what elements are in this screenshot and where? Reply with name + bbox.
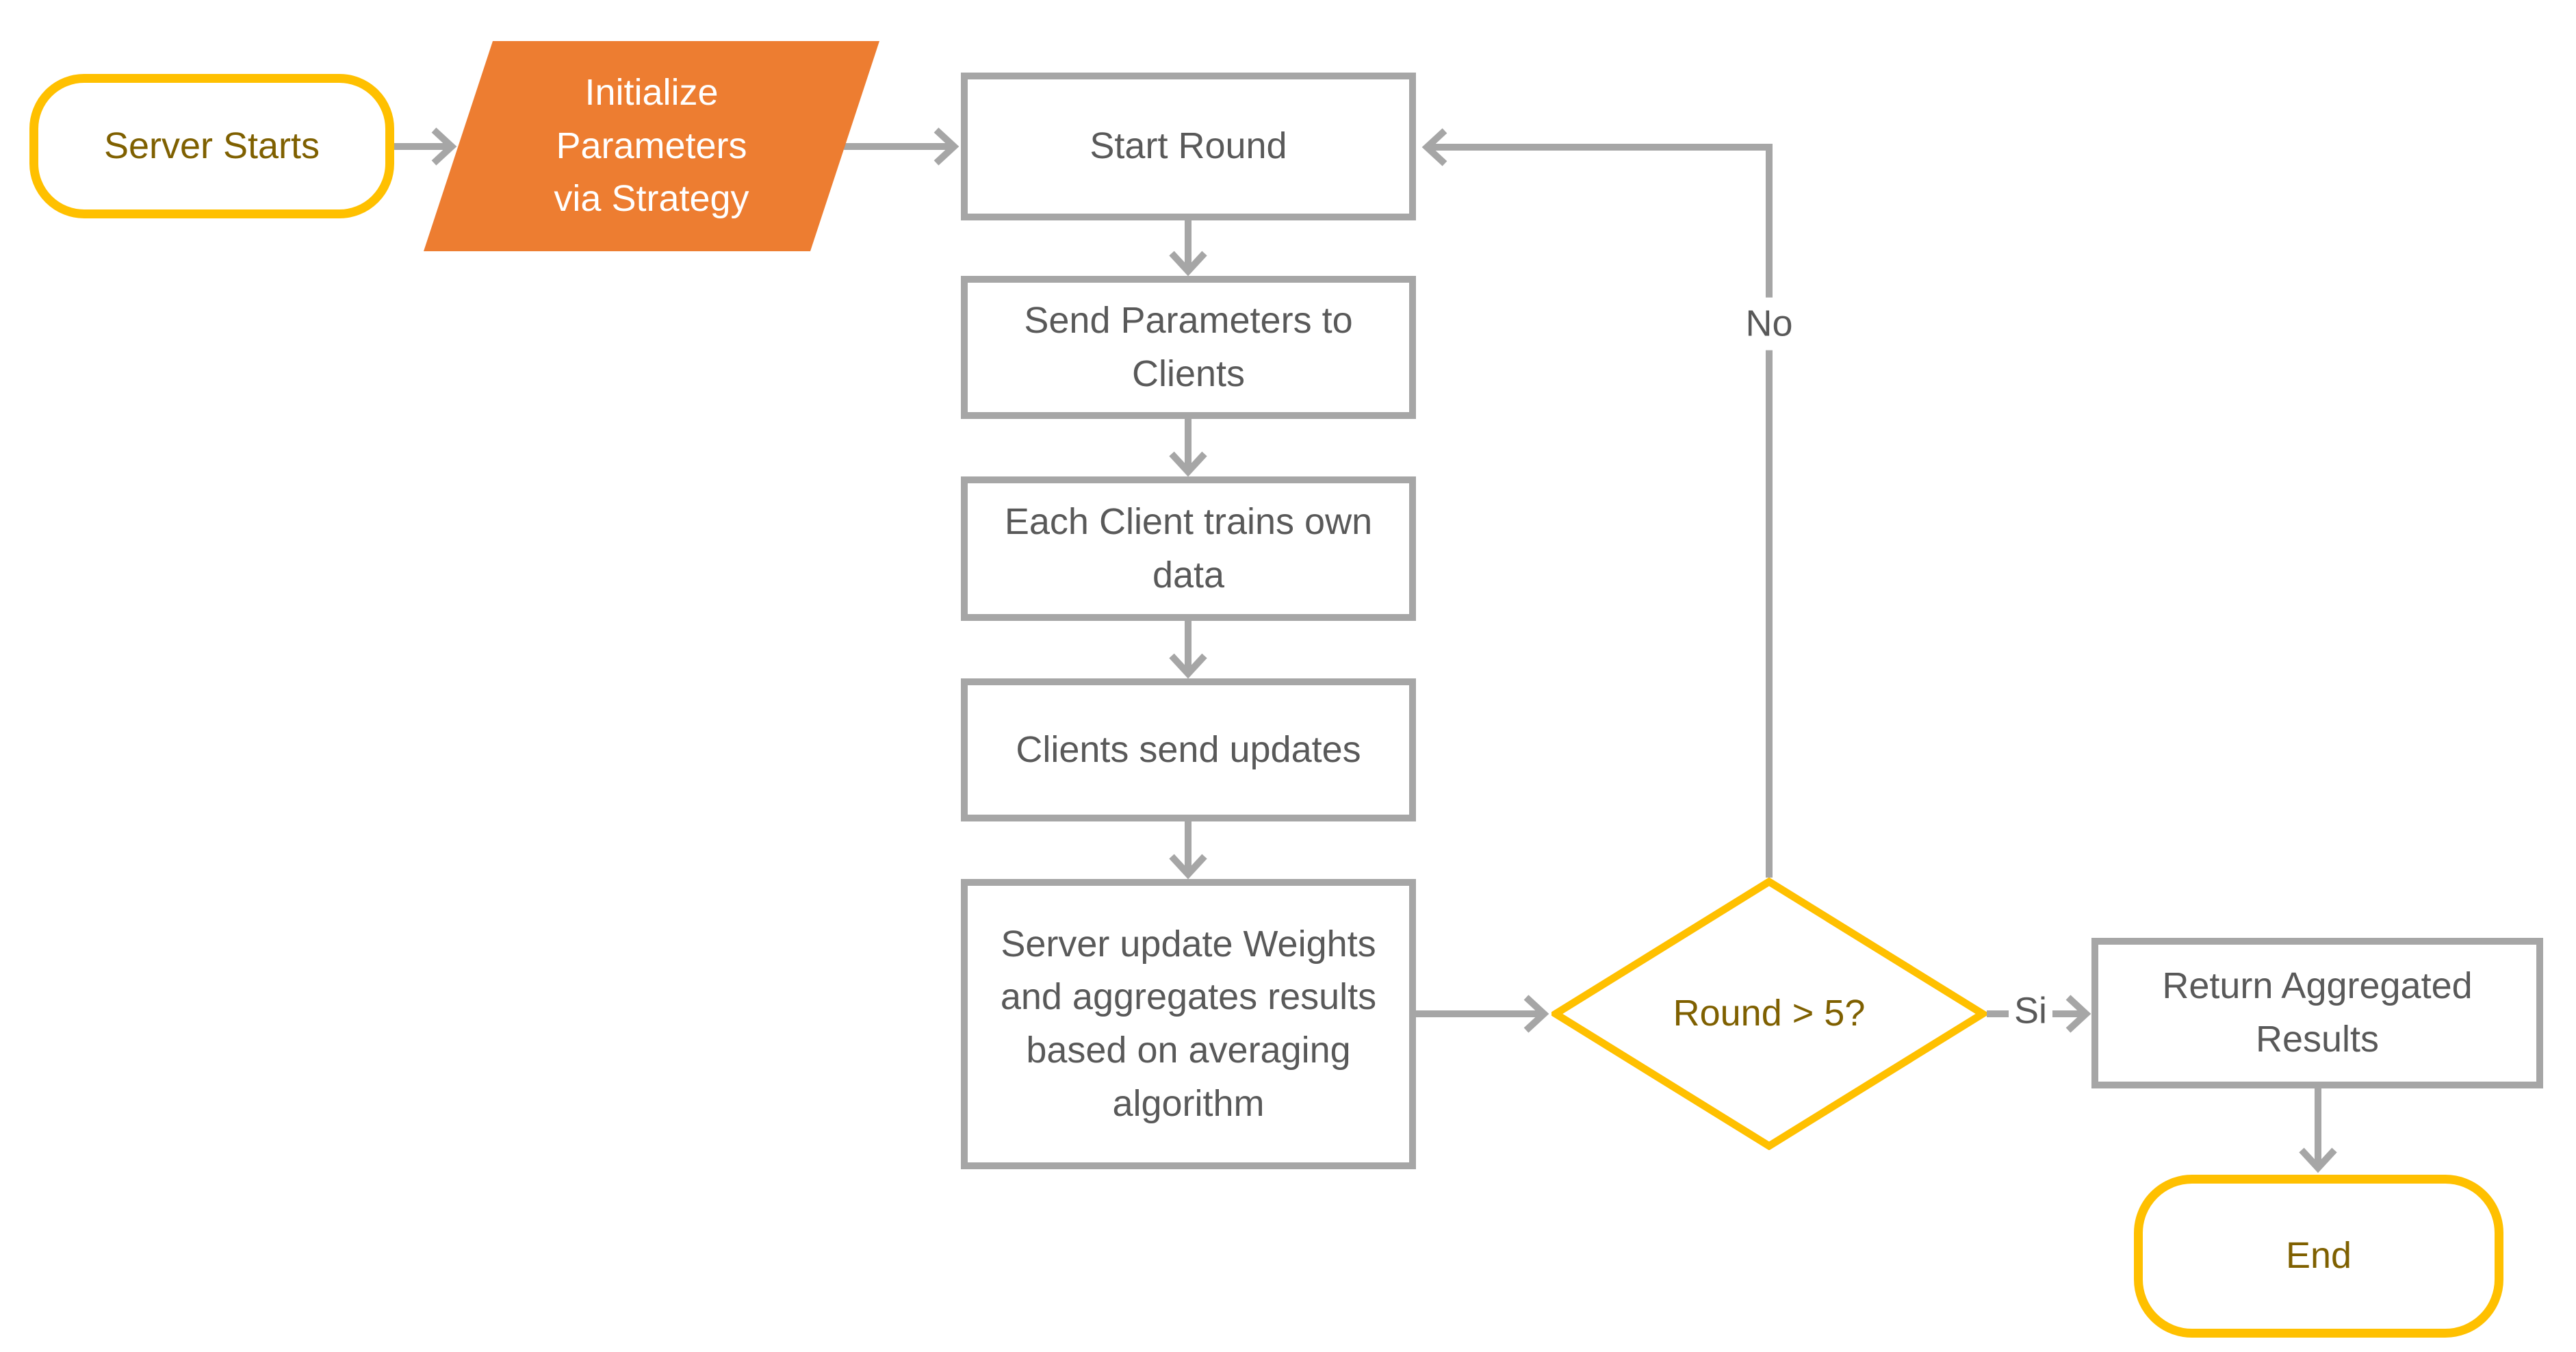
node-server-update-weights-label: Server update Weights and aggregates res… (1000, 923, 1377, 1124)
decision-diamond-shape (1551, 878, 1987, 1150)
node-return-aggregated: Return Aggregated Results (2091, 938, 2543, 1088)
node-send-parameters-label: Send Parameters to Clients (1024, 299, 1353, 394)
edge-label-si: Si (2008, 984, 2053, 1038)
node-return-aggregated-label: Return Aggregated Results (2162, 965, 2473, 1060)
node-clients-send-updates: Clients send updates (961, 678, 1416, 821)
node-each-client-trains-label: Each Client trains own data (1004, 500, 1373, 596)
node-send-parameters: Send Parameters to Clients (961, 276, 1416, 419)
node-start-round-label: Start Round (1090, 125, 1287, 167)
edge-label-no: No (1740, 297, 1799, 350)
node-end-label: End (2285, 1235, 2352, 1277)
node-server-update-weights: Server update Weights and aggregates res… (961, 879, 1416, 1169)
node-each-client-trains: Each Client trains own data (961, 476, 1416, 621)
node-clients-send-updates-label: Clients send updates (1016, 728, 1361, 770)
node-initialize-parameters-label: Initialize Parameters via Strategy (554, 71, 749, 220)
node-round-decision: Round > 5? (1551, 878, 1987, 1150)
node-initialize-parameters: Initialize Parameters via Strategy (424, 41, 879, 251)
node-start-round: Start Round (961, 73, 1416, 220)
node-server-starts: Server Starts (29, 74, 394, 218)
node-server-starts-label: Server Starts (103, 125, 320, 166)
node-end: End (2134, 1175, 2503, 1338)
connector-decision-no-to-startround (1421, 128, 1773, 878)
node-round-decision-label: Round > 5? (1673, 993, 1866, 1034)
